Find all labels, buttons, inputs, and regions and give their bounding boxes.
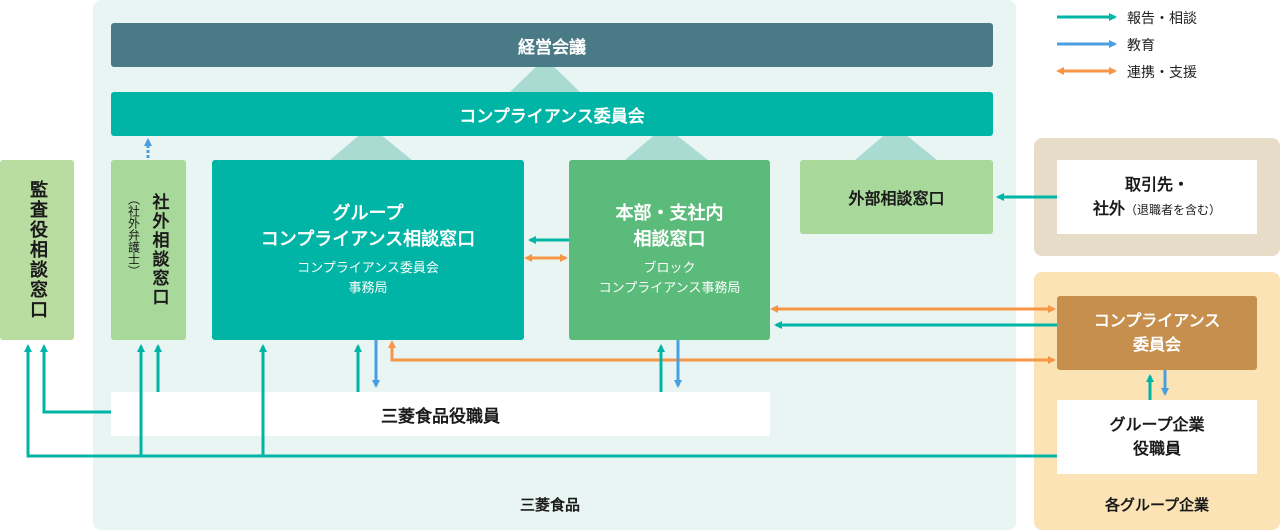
group-company-officers-box: グループ企業 役職員 [1057,400,1257,474]
mitsubishi-shokuhin-label-box: 三菱食品 [450,492,650,516]
partners-line2: 社外（退職者を含む） [1093,197,1221,222]
group-company-committee-1: コンプライアンス [1093,311,1221,330]
group-company-officers-1: グループ企業 [1109,415,1205,434]
external-lawyer-desk-box: 社外相談窓口 （社外弁護士） [111,160,186,340]
management-meeting-box: 経営会議 [111,23,993,67]
group-desk-sub-2: 事務局 [348,281,388,296]
officers-label: 三菱食品役職員 [381,406,500,427]
legend-report-label: 報告・相談 [1127,11,1197,27]
partners-box: 取引先・ 社外（退職者を含む） [1057,160,1257,234]
partners-line2-sub: （退職者を含む） [1125,202,1222,217]
group-company-officers-2: 役職員 [1132,439,1181,458]
legend-cooperation-label: 連携・支援 [1127,65,1197,81]
group-company-committee-2: 委員会 [1132,335,1181,354]
branch-desk-sub-2: コンプライアンス事務局 [598,281,741,296]
group-desk-title-1: グループ [332,203,404,224]
branch-desk-box: 本部・支社内 相談窓口 ブロック コンプライアンス事務局 [569,160,770,340]
audit-desk-label: 監査役相談窓口 [27,180,48,320]
group-companies-label: 各グループ企業 [1104,495,1210,514]
management-meeting-label: 経営会議 [518,37,586,58]
officers-box: 三菱食品役職員 [111,392,770,436]
external-lawyer-desk-sub: （社外弁護士） [126,193,141,277]
partners-line1: 取引先・ [1124,174,1189,194]
group-company-committee-box: コンプライアンス 委員会 [1057,296,1257,370]
branch-desk-title-1: 本部・支社内 [615,203,724,224]
group-companies-label-box: 各グループ企業 [1057,492,1257,516]
compliance-committee-label: コンプライアンス委員会 [459,106,645,127]
audit-desk-box: 監査役相談窓口 [0,160,74,340]
outside-desk-label: 外部相談窓口 [848,189,945,208]
partners-line2-main: 社外 [1092,198,1125,218]
branch-desk-title-2: 相談窓口 [633,229,706,250]
group-desk-title-2: コンプライアンス相談窓口 [260,229,476,250]
mitsubishi-shokuhin-label: 三菱食品 [519,495,580,514]
outside-desk-box: 外部相談窓口 [800,160,993,234]
external-lawyer-desk-label: 社外相談窓口 [148,193,169,307]
branch-desk-sub-1: ブロック [643,261,696,276]
group-compliance-desk-box: グループ コンプライアンス相談窓口 コンプライアンス委員会 事務局 [212,160,524,340]
group-desk-sub-1: コンプライアンス委員会 [297,261,439,276]
legend-education-label: 教育 [1127,38,1155,54]
compliance-committee-box: コンプライアンス委員会 [111,92,993,136]
